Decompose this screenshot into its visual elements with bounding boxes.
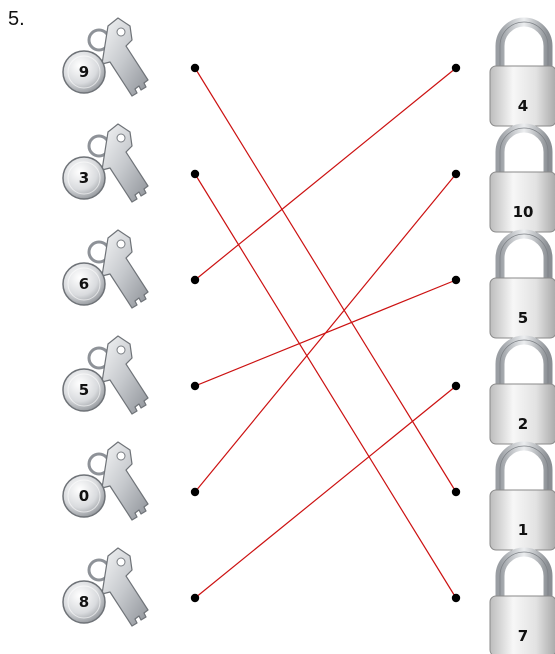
key-dot[interactable]	[190, 487, 200, 497]
key-label: 9	[79, 63, 89, 81]
lock-label: 5	[518, 309, 528, 327]
key-icon	[62, 229, 149, 309]
key-dot[interactable]	[190, 381, 200, 391]
connection-line	[194, 67, 457, 493]
keys-column: 9 3 6 5 0 8	[62, 17, 149, 627]
key-item: 8	[62, 547, 149, 627]
key-dot[interactable]	[190, 275, 200, 285]
key-icon	[62, 123, 149, 203]
key-icon	[62, 547, 149, 627]
padlock-icon	[489, 17, 555, 127]
padlock-icon	[489, 547, 555, 654]
lock-dot[interactable]	[451, 63, 461, 73]
key-item: 0	[62, 441, 149, 521]
key-dot[interactable]	[190, 593, 200, 603]
connection-lines	[194, 67, 457, 599]
question-number: 5.	[8, 8, 25, 30]
connection-line	[194, 173, 457, 599]
connection-line	[194, 173, 457, 493]
lock-dot[interactable]	[451, 275, 461, 285]
lock-label: 10	[513, 203, 534, 221]
key-icon	[62, 17, 149, 97]
key-item: 9	[62, 17, 149, 97]
lock-dot[interactable]	[451, 381, 461, 391]
key-label: 5	[79, 381, 89, 399]
lock-item: 5	[489, 229, 555, 339]
lock-dot[interactable]	[451, 593, 461, 603]
lock-item: 7	[489, 547, 555, 654]
key-icon	[62, 441, 149, 521]
key-label: 6	[79, 275, 89, 293]
key-label: 3	[79, 169, 89, 187]
key-label: 0	[79, 487, 89, 505]
lock-label: 1	[518, 521, 528, 539]
connection-line	[194, 67, 457, 281]
lock-item: 1	[489, 441, 555, 551]
key-label: 8	[79, 593, 89, 611]
key-item: 6	[62, 229, 149, 309]
key-dot[interactable]	[190, 63, 200, 73]
lock-dot[interactable]	[451, 169, 461, 179]
lock-item: 10	[489, 123, 555, 233]
key-item: 3	[62, 123, 149, 203]
lock-item: 4	[489, 17, 555, 127]
dots	[190, 63, 461, 603]
lock-label: 4	[518, 97, 528, 115]
lock-label: 2	[518, 415, 528, 433]
key-icon	[62, 335, 149, 415]
key-dot[interactable]	[190, 169, 200, 179]
key-item: 5	[62, 335, 149, 415]
lock-dot[interactable]	[451, 487, 461, 497]
padlock-icon	[489, 335, 555, 445]
lock-item: 2	[489, 335, 555, 445]
locks-column: 4 10 5 2 1 7	[489, 17, 555, 654]
connection-line	[194, 385, 457, 599]
lock-label: 7	[518, 627, 528, 645]
